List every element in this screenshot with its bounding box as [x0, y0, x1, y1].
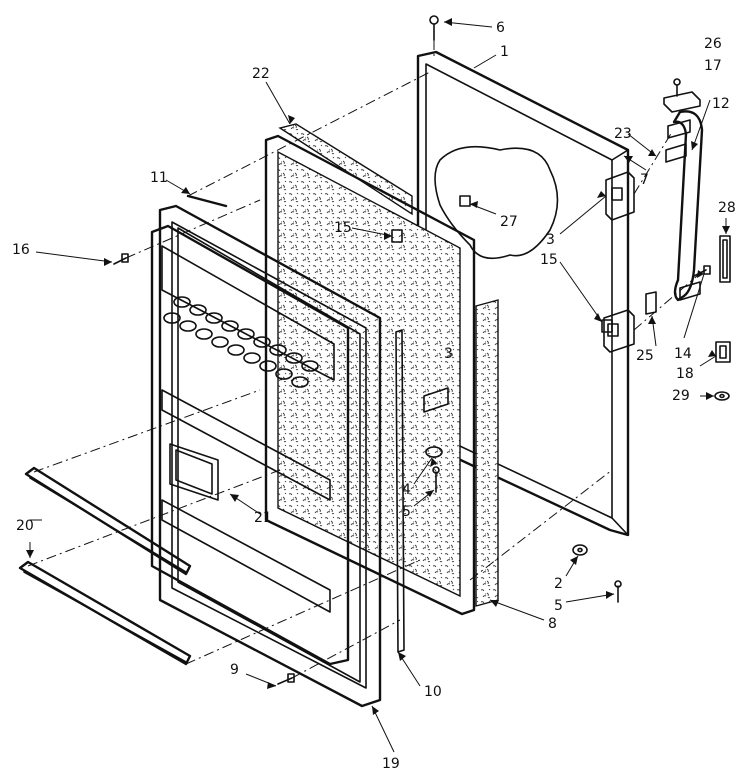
callout-8: 8 — [548, 616, 557, 632]
callout-4: 4 — [402, 482, 411, 498]
callout-16: 16 — [12, 242, 30, 258]
door-handle — [665, 110, 704, 302]
callout-7: 7 — [640, 172, 649, 188]
callout-25: 25 — [636, 348, 654, 364]
callout-19: 19 — [382, 756, 400, 772]
callout-2: 2 — [554, 576, 563, 592]
callout-10: 10 — [424, 684, 442, 700]
door-liner — [150, 224, 350, 666]
lower-hinge-assembly — [423, 387, 449, 493]
callout-26: 26 — [704, 36, 722, 52]
callout-3: 3 — [546, 232, 555, 248]
liner-screw-9 — [277, 673, 295, 685]
callout-29: 29 — [672, 388, 690, 404]
callout-27: 27 — [500, 214, 518, 230]
callout-12: 12 — [712, 96, 730, 112]
callout-15-lower: 15 — [540, 252, 558, 268]
callout-3-lower: 3 — [444, 346, 453, 362]
handle-insert — [715, 341, 731, 363]
callout-9: 9 — [230, 662, 239, 678]
handle-trim-strip — [719, 235, 731, 283]
callout-17: 17 — [704, 58, 722, 74]
handle-cap — [663, 91, 701, 113]
lower-hinge-bracket — [603, 309, 635, 353]
shelf-bar-upper — [24, 466, 192, 576]
callout-15: 15 — [334, 220, 352, 236]
egg-tray — [163, 296, 319, 388]
callout-5-bottom: 5 — [554, 598, 563, 614]
callout-22: 22 — [252, 66, 270, 82]
spacer-25 — [645, 291, 657, 315]
callout-6: 6 — [496, 20, 505, 36]
upper-hinge-bracket — [605, 171, 635, 221]
washer-29 — [714, 391, 730, 401]
plug-27 — [459, 195, 471, 207]
callout-21: 21 — [254, 510, 272, 526]
callout-28: 28 — [718, 200, 736, 216]
insulation-panel — [264, 134, 476, 616]
callout-23: 23 — [614, 126, 632, 142]
callout-labels: 1 2 3 3 4 5 5 6 7 8 9 10 11 12 14 15 15 … — [12, 20, 736, 772]
rod-11 — [186, 194, 228, 208]
foam-side-strip — [475, 299, 499, 607]
door-strip-10 — [395, 329, 405, 653]
foam-strip-22 — [278, 123, 413, 216]
bottom-screw — [614, 580, 622, 603]
arrowheads — [26, 18, 730, 715]
callout-18: 18 — [676, 366, 694, 382]
top-screw — [429, 15, 439, 41]
handle-screw — [673, 78, 681, 97]
door-gasket-frame — [158, 204, 382, 708]
callout-1: 1 — [500, 44, 509, 60]
callout-14: 14 — [674, 346, 692, 362]
clip-15-lower — [601, 319, 613, 333]
callout-11: 11 — [150, 170, 168, 186]
alignment-lines — [27, 40, 705, 679]
callout-20: 20 — [16, 518, 34, 534]
callout-5: 5 — [402, 504, 411, 520]
shelf-bar-lower — [18, 560, 192, 666]
bottom-washer — [572, 544, 588, 556]
liner-screw-16 — [113, 253, 129, 265]
